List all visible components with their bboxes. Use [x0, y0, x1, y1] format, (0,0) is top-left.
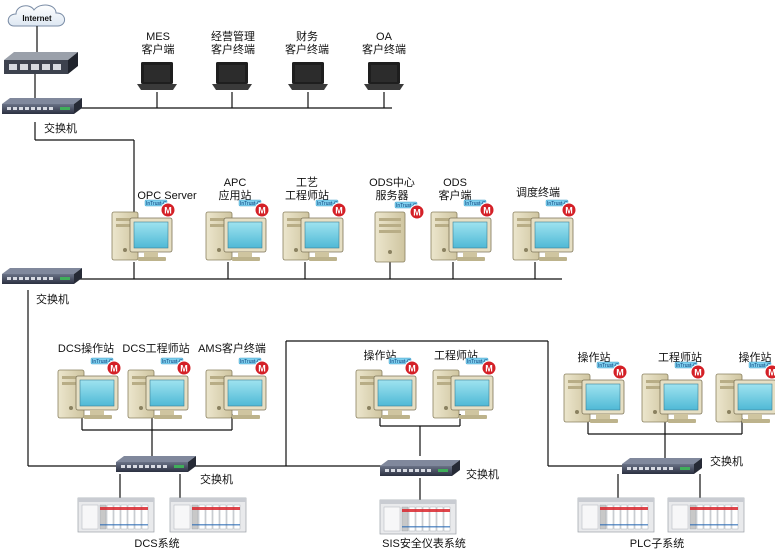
laptop-label-line1: MES — [146, 31, 170, 43]
sis-system-label: SIS安全仪表系统 — [382, 536, 466, 550]
dcs-engineer-station: DCS工程师站 — [122, 341, 192, 420]
workstation-icon — [512, 199, 577, 262]
dcs-switch — [116, 456, 196, 472]
plc-station-label: 工程师站 — [658, 350, 702, 364]
laptop-oa: OA 客户终端 — [362, 31, 406, 90]
firewall-device — [4, 52, 78, 74]
server-label-line1: 调度终端 — [516, 185, 560, 199]
workstation-icon — [205, 357, 270, 420]
sis-switch — [380, 460, 460, 476]
laptop-icon — [137, 62, 177, 90]
workstation-icon — [563, 361, 628, 424]
core-switch-2 — [2, 268, 82, 284]
server-label-line2: 服务器 — [376, 189, 409, 202]
server-label-line1: ODS中心 — [369, 176, 415, 189]
ams-client-terminal: AMS客户终端 — [198, 341, 270, 420]
laptop-icon — [212, 62, 252, 90]
dcs-operator-station: DCS操作站 — [57, 341, 122, 420]
server-label-line1: APC — [224, 177, 247, 189]
laptop-finance: 财务 客户终端 — [285, 29, 329, 90]
workstation-icon — [641, 361, 706, 424]
plc-engineer-station: 工程师站 — [641, 350, 706, 424]
plc-system-label: PLC子系统 — [630, 537, 684, 550]
dispatch-terminal: 调度终端 — [512, 185, 577, 262]
server-label-line1: OPC Server — [137, 190, 197, 202]
apc-station: APC 应用站 — [205, 177, 270, 262]
server-label-line2: 客户端 — [439, 188, 472, 202]
dcs-station-label: AMS客户终端 — [198, 341, 266, 355]
server-label-line2: 工程师站 — [285, 188, 329, 202]
plc-operator-station-1: 操作站 — [563, 350, 628, 424]
workstation-icon — [282, 199, 347, 262]
plc-switch — [622, 458, 702, 474]
laptop-label-line1: OA — [376, 31, 393, 43]
server-label-line1: 工艺 — [296, 176, 318, 189]
dcs-controller-1 — [77, 497, 155, 533]
dcs-station-label: DCS操作站 — [58, 341, 114, 355]
workstation-icon — [205, 199, 270, 262]
sis-station-label: 操作站 — [364, 348, 397, 362]
sis-controller — [379, 499, 457, 535]
workstation-icon — [430, 199, 495, 262]
workstation-icon — [127, 357, 192, 420]
switch-1-label: 交换机 — [44, 121, 77, 135]
opc-server: OPC Server — [111, 190, 197, 262]
core-switch-1 — [2, 98, 82, 114]
plc-operator-station-2: 操作站 — [715, 350, 775, 424]
laptop-icon — [364, 62, 404, 90]
laptop-label-line2: 客户终端 — [211, 42, 255, 56]
sis-engineer-station: 工程师站 — [432, 348, 497, 420]
dcs-controller-2 — [169, 497, 247, 533]
plc-station-label: 操作站 — [578, 350, 611, 364]
dcs-system-label: DCS系统 — [134, 537, 179, 550]
laptop-label-line1: 财务 — [296, 29, 318, 43]
server-label-line2: 应用站 — [219, 188, 252, 202]
dcs-switch-label: 交换机 — [200, 472, 233, 486]
laptop-management: 经营管理 客户终端 — [211, 29, 255, 90]
sis-operator-station: 操作站 — [355, 348, 420, 420]
workstation-icon — [111, 199, 176, 262]
workstation-icon — [432, 357, 497, 420]
server-icon — [374, 201, 425, 263]
laptop-label-line2: 客户终端 — [362, 42, 406, 56]
laptop-label-line1: 经营管理 — [211, 29, 255, 43]
plc-controller-1 — [577, 497, 655, 533]
network-cables — [27, 74, 743, 500]
process-engineer-station: 工艺 工程师站 — [282, 176, 347, 262]
workstation-icon — [715, 361, 775, 424]
switch-2-label: 交换机 — [36, 292, 69, 306]
internet-cloud: Internet — [7, 4, 65, 27]
plc-station-label: 操作站 — [739, 350, 772, 364]
internet-label: Internet — [22, 14, 52, 23]
plc-switch-label: 交换机 — [710, 454, 743, 468]
laptop-label-line2: 客户终端 — [285, 42, 329, 56]
workstation-icon — [57, 357, 122, 420]
dcs-station-label: DCS工程师站 — [122, 341, 189, 355]
server-label-line1: ODS — [443, 177, 467, 189]
sis-switch-label: 交换机 — [466, 467, 499, 481]
workstation-icon — [355, 357, 420, 420]
ods-center-server: ODS中心 服务器 — [369, 176, 425, 263]
ods-client: ODS 客户端 — [430, 177, 495, 262]
laptop-icon — [288, 62, 328, 90]
plc-controller-2 — [667, 497, 745, 533]
laptop-mes: MES 客户端 — [137, 31, 177, 90]
laptop-label-line2: 客户端 — [142, 42, 175, 56]
